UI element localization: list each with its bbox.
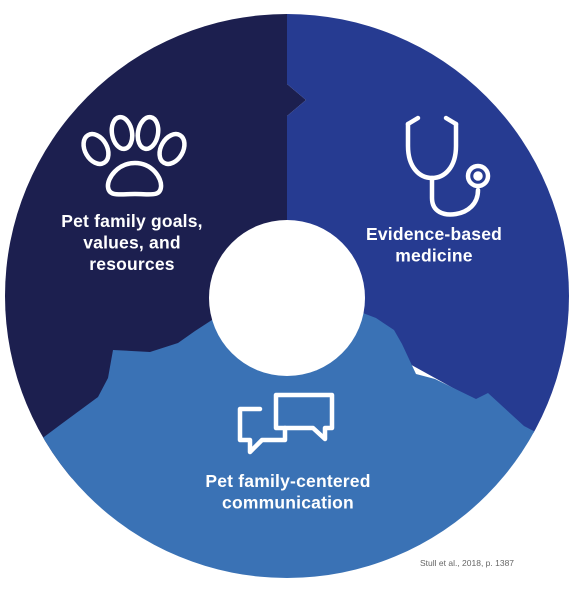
label-line: medicine [395, 246, 473, 266]
center-hole [209, 220, 365, 376]
paw-icon [81, 114, 187, 197]
label-line: Evidence-based [366, 224, 502, 244]
citation: Stull et al., 2018, p. 1387 [420, 558, 514, 568]
stethoscope-icon [405, 115, 491, 217]
label-line: Pet family goals, [61, 211, 203, 231]
label-line: resources [89, 254, 175, 274]
segment-goals [5, 14, 306, 540]
label-line: Pet family-centered [205, 471, 370, 491]
label-line: values, and [83, 233, 181, 253]
label-line: communication [222, 493, 354, 513]
speech-bubbles-icon [237, 392, 335, 455]
